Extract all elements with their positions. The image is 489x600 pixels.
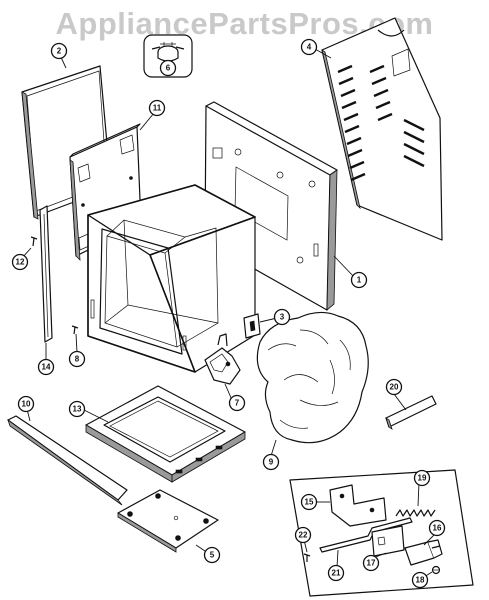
callout-17: 17 — [362, 554, 380, 572]
callout-12: 12 — [11, 253, 29, 271]
svg-text:19: 19 — [418, 474, 427, 483]
svg-text:22: 22 — [299, 531, 308, 540]
svg-text:17: 17 — [367, 559, 376, 568]
svg-text:4: 4 — [307, 43, 312, 52]
part-7-bracket[interactable] — [204, 333, 241, 385]
svg-text:2: 2 — [57, 47, 62, 56]
oven-cavity[interactable] — [87, 184, 256, 373]
svg-text:13: 13 — [73, 405, 82, 414]
callout-1: 1 — [350, 271, 368, 289]
part-18-screw[interactable] — [431, 565, 441, 575]
svg-text:3: 3 — [280, 313, 285, 322]
callout-18: 18 — [411, 571, 429, 589]
part-13-tray[interactable] — [85, 385, 246, 483]
callout-6: 6 — [159, 59, 177, 77]
callout-10: 10 — [17, 395, 35, 413]
svg-text:15: 15 — [305, 498, 314, 507]
part-20-trim-rail[interactable] — [385, 395, 437, 430]
part-5-bottom-plate[interactable] — [117, 489, 219, 553]
part-3-clip[interactable] — [243, 313, 261, 339]
svg-text:21: 21 — [332, 569, 341, 578]
part-8-screw[interactable] — [71, 325, 79, 335]
callout-19: 19 — [413, 469, 431, 487]
svg-text:12: 12 — [16, 258, 25, 267]
svg-text:6: 6 — [166, 64, 171, 73]
part-19-spring[interactable] — [395, 509, 436, 517]
svg-text:9: 9 — [269, 458, 274, 467]
callout-15: 15 — [300, 493, 318, 511]
part-17-plate[interactable] — [371, 525, 405, 557]
callout-5: 5 — [203, 546, 221, 564]
svg-text:20: 20 — [390, 383, 399, 392]
svg-text:8: 8 — [75, 355, 80, 364]
callout-7: 7 — [228, 394, 246, 412]
callout-22: 22 — [294, 526, 312, 544]
part-1-back-panel[interactable] — [204, 101, 338, 311]
part-15-latch-bracket[interactable] — [329, 484, 387, 527]
part-21-latch-arm[interactable] — [319, 517, 413, 553]
svg-text:14: 14 — [42, 363, 51, 372]
callout-16: 16 — [428, 519, 446, 537]
part-12-screw[interactable] — [30, 236, 38, 247]
svg-text:16: 16 — [433, 524, 442, 533]
svg-text:18: 18 — [416, 576, 425, 585]
callout-2: 2 — [50, 42, 68, 60]
part-14-trim-strip[interactable] — [39, 205, 53, 343]
callout-9: 9 — [262, 453, 280, 471]
svg-text:11: 11 — [153, 104, 162, 113]
part-4-rear-cover[interactable] — [321, 17, 443, 241]
part-16-switch[interactable] — [404, 539, 443, 566]
callout-21: 21 — [327, 564, 345, 582]
callout-4: 4 — [300, 38, 318, 56]
svg-text:10: 10 — [22, 400, 31, 409]
svg-text:5: 5 — [210, 551, 215, 560]
svg-text:7: 7 — [235, 399, 240, 408]
part-22-screw[interactable] — [303, 553, 311, 562]
callout-13: 13 — [68, 400, 86, 418]
callout-3: 3 — [273, 308, 291, 326]
part-10-trim-rail[interactable] — [7, 415, 128, 506]
svg-text:1: 1 — [357, 276, 362, 285]
part-9-insulation[interactable] — [256, 311, 369, 444]
part-6-sensor[interactable] — [143, 34, 193, 78]
callout-8: 8 — [68, 350, 86, 368]
latch-subassembly-frame — [289, 469, 474, 597]
callout-20: 20 — [385, 378, 403, 396]
callout-11: 11 — [148, 99, 166, 117]
callout-14: 14 — [37, 358, 55, 376]
